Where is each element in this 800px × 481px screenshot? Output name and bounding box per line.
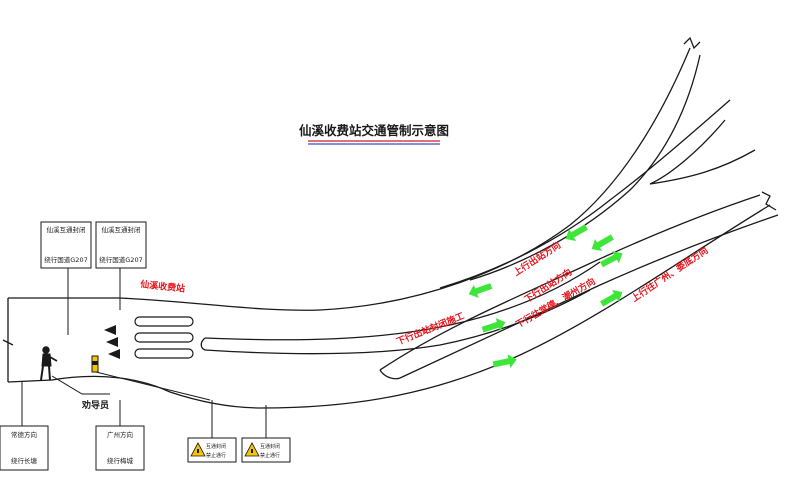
sign-text: 禁止通行 (260, 452, 280, 459)
label-upper-exit: 上行出站方向 (511, 239, 563, 278)
guide-label: 劝导员 (81, 399, 109, 411)
arrow-left-icon (468, 283, 493, 298)
road-bottom-edge (7, 204, 771, 409)
toll-island (134, 348, 194, 359)
sign-text: 绕行国道G207 (99, 255, 142, 264)
sign-text: 绕行梅城 (107, 456, 134, 465)
arrow-left-icon (565, 224, 588, 242)
arrow-right-icon (481, 318, 506, 333)
upper-branch-inner (469, 54, 701, 281)
sign-text: 绕行长塘 (11, 456, 38, 465)
road-top-edge (8, 47, 691, 311)
road-left-break (2, 298, 14, 382)
main-lane-divider-bottom (204, 289, 591, 355)
sign-text: 互通封闭 (206, 443, 226, 450)
sign-top-left-a: 仙溪互通封闭 绕行国道G207 (40, 221, 92, 269)
guide-person-icon (40, 346, 58, 381)
cone-icon (106, 337, 118, 347)
toll-islands (134, 316, 194, 359)
arrow-right-icon (599, 250, 623, 268)
upper-branch-mid (439, 99, 731, 289)
cone-icon (104, 325, 116, 335)
lane-labels: 上行出站方向 下行出站方向 下行出站封闭施工 下行往常德、潮州方向 上行往广州、… (395, 239, 711, 348)
warning-sign-b: 互通封闭 禁止通行 (241, 437, 291, 463)
sign-bottom-a: 常德方向 绕行长塘 (0, 425, 49, 471)
sign-text: 常德方向 (11, 430, 37, 439)
guide-leader-line (51, 375, 110, 395)
arrow-left-icon (591, 234, 614, 252)
toll-island (134, 316, 194, 327)
sign-text: 互通封闭 (260, 443, 280, 450)
main-lane-divider-top (204, 261, 601, 341)
road-outlines (2, 36, 779, 409)
sign-text: 仙溪互通封闭 (102, 225, 141, 234)
sign-bottom-b: 广州方向 绕行梅城 (95, 425, 145, 471)
guide-flag-line (95, 371, 211, 401)
sign-text: 禁止通行 (206, 452, 226, 459)
traffic-cones (104, 325, 120, 359)
sign-text: 绕行国道G207 (44, 255, 87, 264)
sign-text: 广州方向 (107, 430, 133, 439)
toll-island (134, 332, 194, 343)
sign-top-left-b: 仙溪互通封闭 绕行国道G207 (95, 221, 147, 269)
label-upper-to: 上行往广州、娄底方向 (629, 244, 710, 304)
lower-branch-bottom (379, 369, 401, 380)
lower-branch-top (379, 194, 761, 371)
break-mark-top (683, 36, 701, 50)
direction-arrows (468, 224, 623, 369)
lower-branch-mid (399, 214, 779, 379)
sign-posts (21, 268, 267, 438)
break-mark-right (761, 191, 777, 211)
warning-sign-a: 互通封闭 禁止通行 (187, 437, 237, 463)
sign-text: 仙溪互通封闭 (47, 225, 86, 234)
arrow-right-icon (600, 289, 623, 307)
divider-end-cap (200, 337, 206, 351)
upper-branch-outer (649, 119, 756, 185)
cone-icon (108, 349, 120, 359)
arrow-right-icon (492, 354, 517, 369)
station-label: 仙溪收费站 (140, 278, 186, 295)
page-title: 仙溪收费站交通管制示意图 (299, 123, 449, 138)
